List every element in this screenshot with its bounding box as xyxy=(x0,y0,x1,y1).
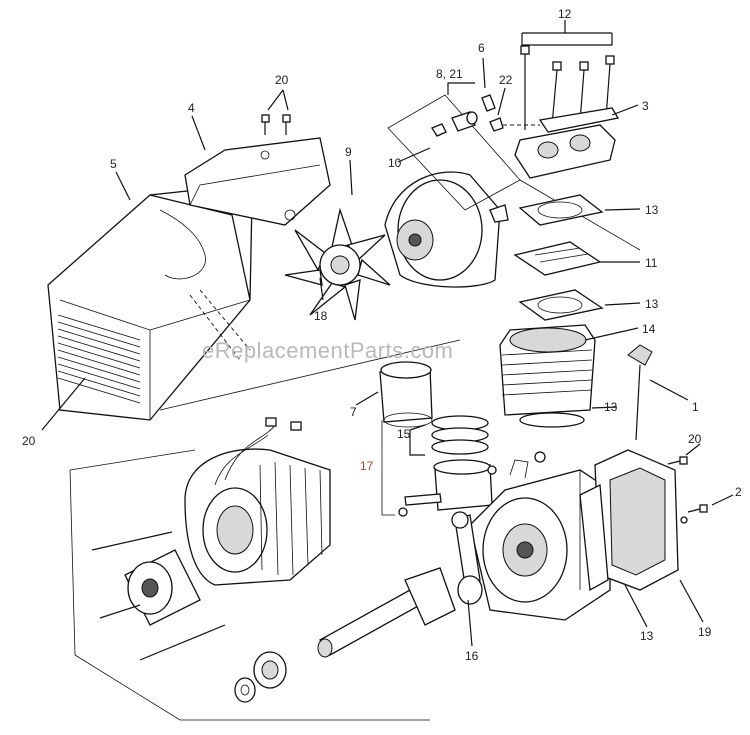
callout-11: 11 xyxy=(645,256,658,270)
motor-rotor xyxy=(91,531,226,661)
dipstick xyxy=(627,344,653,441)
callout-7: 7 xyxy=(350,405,357,419)
callout-20-left: 20 xyxy=(22,434,36,448)
screws-2-20-right xyxy=(667,456,708,524)
piston-rings xyxy=(431,415,489,455)
fittings xyxy=(431,94,540,137)
callout-10: 10 xyxy=(388,156,402,170)
callout-13-d: 13 xyxy=(640,629,654,643)
callout-9: 9 xyxy=(345,145,352,159)
shroud-grille xyxy=(57,314,141,404)
filter-housing xyxy=(579,449,679,592)
gasket-top xyxy=(518,194,604,226)
crankshaft xyxy=(317,567,456,658)
motor-stator xyxy=(184,417,331,586)
callout-20-right: 20 xyxy=(688,432,702,446)
callout-22: 22 xyxy=(499,73,513,87)
callout-12: 12 xyxy=(558,7,572,21)
screws-20-top xyxy=(261,114,291,135)
end-bell xyxy=(384,171,509,288)
callout-19: 19 xyxy=(698,625,712,639)
head-plate xyxy=(514,107,620,179)
callout-1: 1 xyxy=(692,400,699,414)
crankcase xyxy=(469,451,611,621)
capacitor xyxy=(379,361,433,428)
callout-8-21: 8, 21 xyxy=(436,67,463,81)
callout-16: 16 xyxy=(465,649,479,663)
motor-group-outline xyxy=(69,339,461,721)
callout-2: 2 xyxy=(735,485,742,499)
callout-3: 3 xyxy=(642,99,649,113)
gasket-middle xyxy=(518,289,604,321)
callout-17: 17 xyxy=(360,459,374,473)
callout-6: 6 xyxy=(478,41,485,55)
callout-5: 5 xyxy=(110,157,117,171)
shroud-housing xyxy=(47,187,253,421)
callout-13-b: 13 xyxy=(645,297,659,311)
callout-labels: 20 4 5 9 6 8, 21 22 12 3 10 13 11 13 14 … xyxy=(22,7,742,663)
callout-13-a: 13 xyxy=(645,203,659,217)
watermark: eReplacementParts.com xyxy=(202,338,453,363)
callout-20-top: 20 xyxy=(275,73,289,87)
callout-4: 4 xyxy=(188,101,195,115)
bearings xyxy=(234,651,287,703)
callout-18: 18 xyxy=(314,309,328,323)
callout-15: 15 xyxy=(397,427,411,441)
callout-14: 14 xyxy=(642,322,656,336)
fan xyxy=(284,207,391,321)
connecting-rod xyxy=(451,511,483,605)
cylinder xyxy=(499,324,596,428)
leader-lines xyxy=(41,20,734,647)
callout-13-c: 13 xyxy=(604,400,618,414)
top-cover xyxy=(184,137,331,226)
valve-plate xyxy=(513,241,602,276)
